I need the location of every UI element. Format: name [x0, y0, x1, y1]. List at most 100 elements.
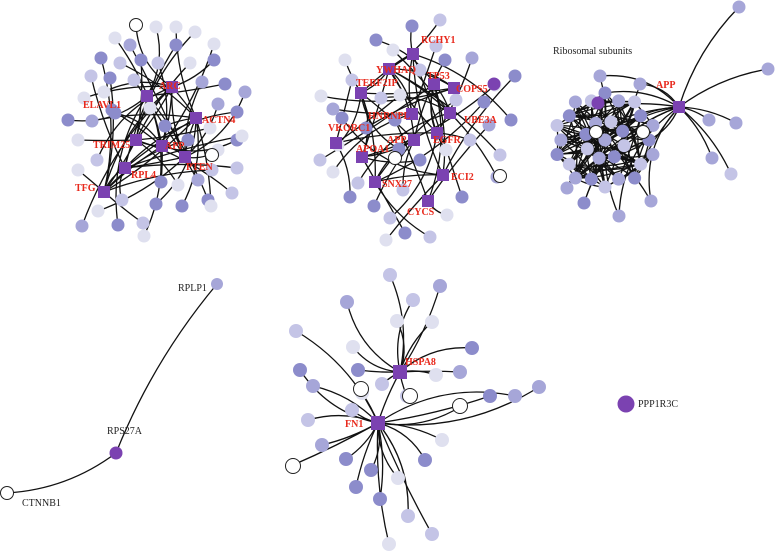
node-c2 [423, 230, 437, 244]
edge-c2-hub [335, 132, 438, 144]
label-pten: PTEN [186, 162, 213, 173]
node-c2 [374, 91, 388, 105]
edge-c5 [377, 422, 426, 461]
node-c3 [584, 172, 598, 186]
node-c2 [433, 13, 447, 27]
edge-c2 [412, 53, 512, 121]
node-c3 [598, 180, 612, 194]
node-c1 [175, 199, 189, 213]
node-c5-white [402, 388, 418, 404]
label-hspa8: HSPA8 [405, 357, 436, 368]
node-c1 [71, 163, 85, 177]
node-c2 [405, 19, 419, 33]
node-c2 [351, 176, 365, 190]
node-c2 [369, 33, 383, 47]
node-c2 [343, 190, 357, 204]
node-c3-outer [702, 113, 716, 127]
node-c2 [326, 102, 340, 116]
node-c3-purple [591, 96, 605, 110]
node-c5-white [452, 398, 468, 414]
node-c2 [413, 63, 427, 77]
node-c3-white [636, 125, 650, 139]
edge-c5 [299, 369, 379, 424]
node-c3-outer [761, 62, 775, 76]
node-c2 [440, 208, 454, 222]
node-c2 [396, 183, 410, 197]
label-app-c2: APP [387, 135, 406, 146]
edge-c1 [135, 127, 211, 141]
node-c2 [438, 53, 452, 67]
node-c5 [483, 389, 497, 403]
node-c2 [449, 93, 463, 107]
node-c2-purple [487, 77, 501, 91]
node-c1 [105, 103, 119, 117]
node-c3-white [589, 125, 603, 139]
node-c3 [562, 109, 576, 123]
node-c5 [435, 433, 449, 447]
node-c1 [207, 37, 221, 51]
node-c2 [508, 69, 522, 83]
node-c1-white [129, 18, 143, 32]
edge-c1 [175, 26, 197, 119]
node-c1 [169, 20, 183, 34]
node-c2 [463, 133, 477, 147]
node-c5 [351, 363, 365, 377]
label-fn1: FN1 [345, 419, 363, 430]
edge-c5 [377, 391, 516, 424]
node-c1 [169, 38, 183, 52]
node-c1 [238, 85, 252, 99]
edge-c1 [103, 169, 213, 193]
node-c1 [71, 133, 85, 147]
label-rpl4: RPL4 [131, 170, 156, 181]
label-ube3a: UBE3A [464, 115, 498, 126]
node-c2-white [388, 151, 402, 165]
node-c2 [482, 118, 496, 132]
node-ctnnb1 [0, 486, 14, 500]
node-c1 [230, 105, 244, 119]
node-c5 [532, 380, 546, 394]
edge-c5 [346, 301, 401, 373]
node-c3 [634, 109, 648, 123]
hub-actn4 [190, 112, 202, 124]
node-ppp1r3c [617, 395, 635, 413]
node-c3 [577, 196, 591, 210]
label-trim25: TRIM25 [93, 140, 130, 151]
edge-c1 [83, 85, 173, 99]
edge-c5 [295, 330, 379, 424]
node-c1 [225, 186, 239, 200]
node-c3 [562, 157, 576, 171]
edge-c2 [392, 49, 451, 114]
node-c1 [149, 20, 163, 34]
label-elavl1: ELAVL1 [83, 100, 121, 111]
label-tfg: TFG [75, 183, 96, 194]
label-terf2ip: TERF2IP [356, 78, 398, 89]
hub-egfr [431, 127, 443, 139]
node-c1 [61, 113, 75, 127]
node-c5 [433, 279, 447, 293]
label-app-c1: APP [165, 141, 184, 152]
node-c3-outer [724, 167, 738, 181]
node-c3 [617, 139, 631, 153]
node-c1 [91, 204, 105, 218]
node-c1 [195, 75, 209, 89]
label-snx27: SNX27 [382, 179, 412, 190]
hub-elavl1 [141, 90, 153, 102]
node-c3 [598, 133, 612, 147]
edge-c2 [385, 174, 444, 241]
node-c5 [289, 324, 303, 338]
label-egfr: EGFR [433, 135, 462, 146]
edge-c1 [184, 91, 246, 158]
node-c1 [84, 69, 98, 83]
node-c3 [580, 142, 594, 156]
node-c5 [425, 527, 439, 541]
node-c1 [134, 53, 148, 67]
node-c1 [181, 133, 195, 147]
node-c5 [306, 379, 320, 393]
node-c1 [75, 219, 89, 233]
hub-ywhaq [383, 63, 395, 75]
edge-c1 [96, 86, 173, 161]
label-cycs: CYCS [407, 207, 435, 218]
edge-c1-hub [103, 86, 173, 193]
node-c2 [338, 53, 352, 67]
hub-app-c2 [408, 134, 420, 146]
